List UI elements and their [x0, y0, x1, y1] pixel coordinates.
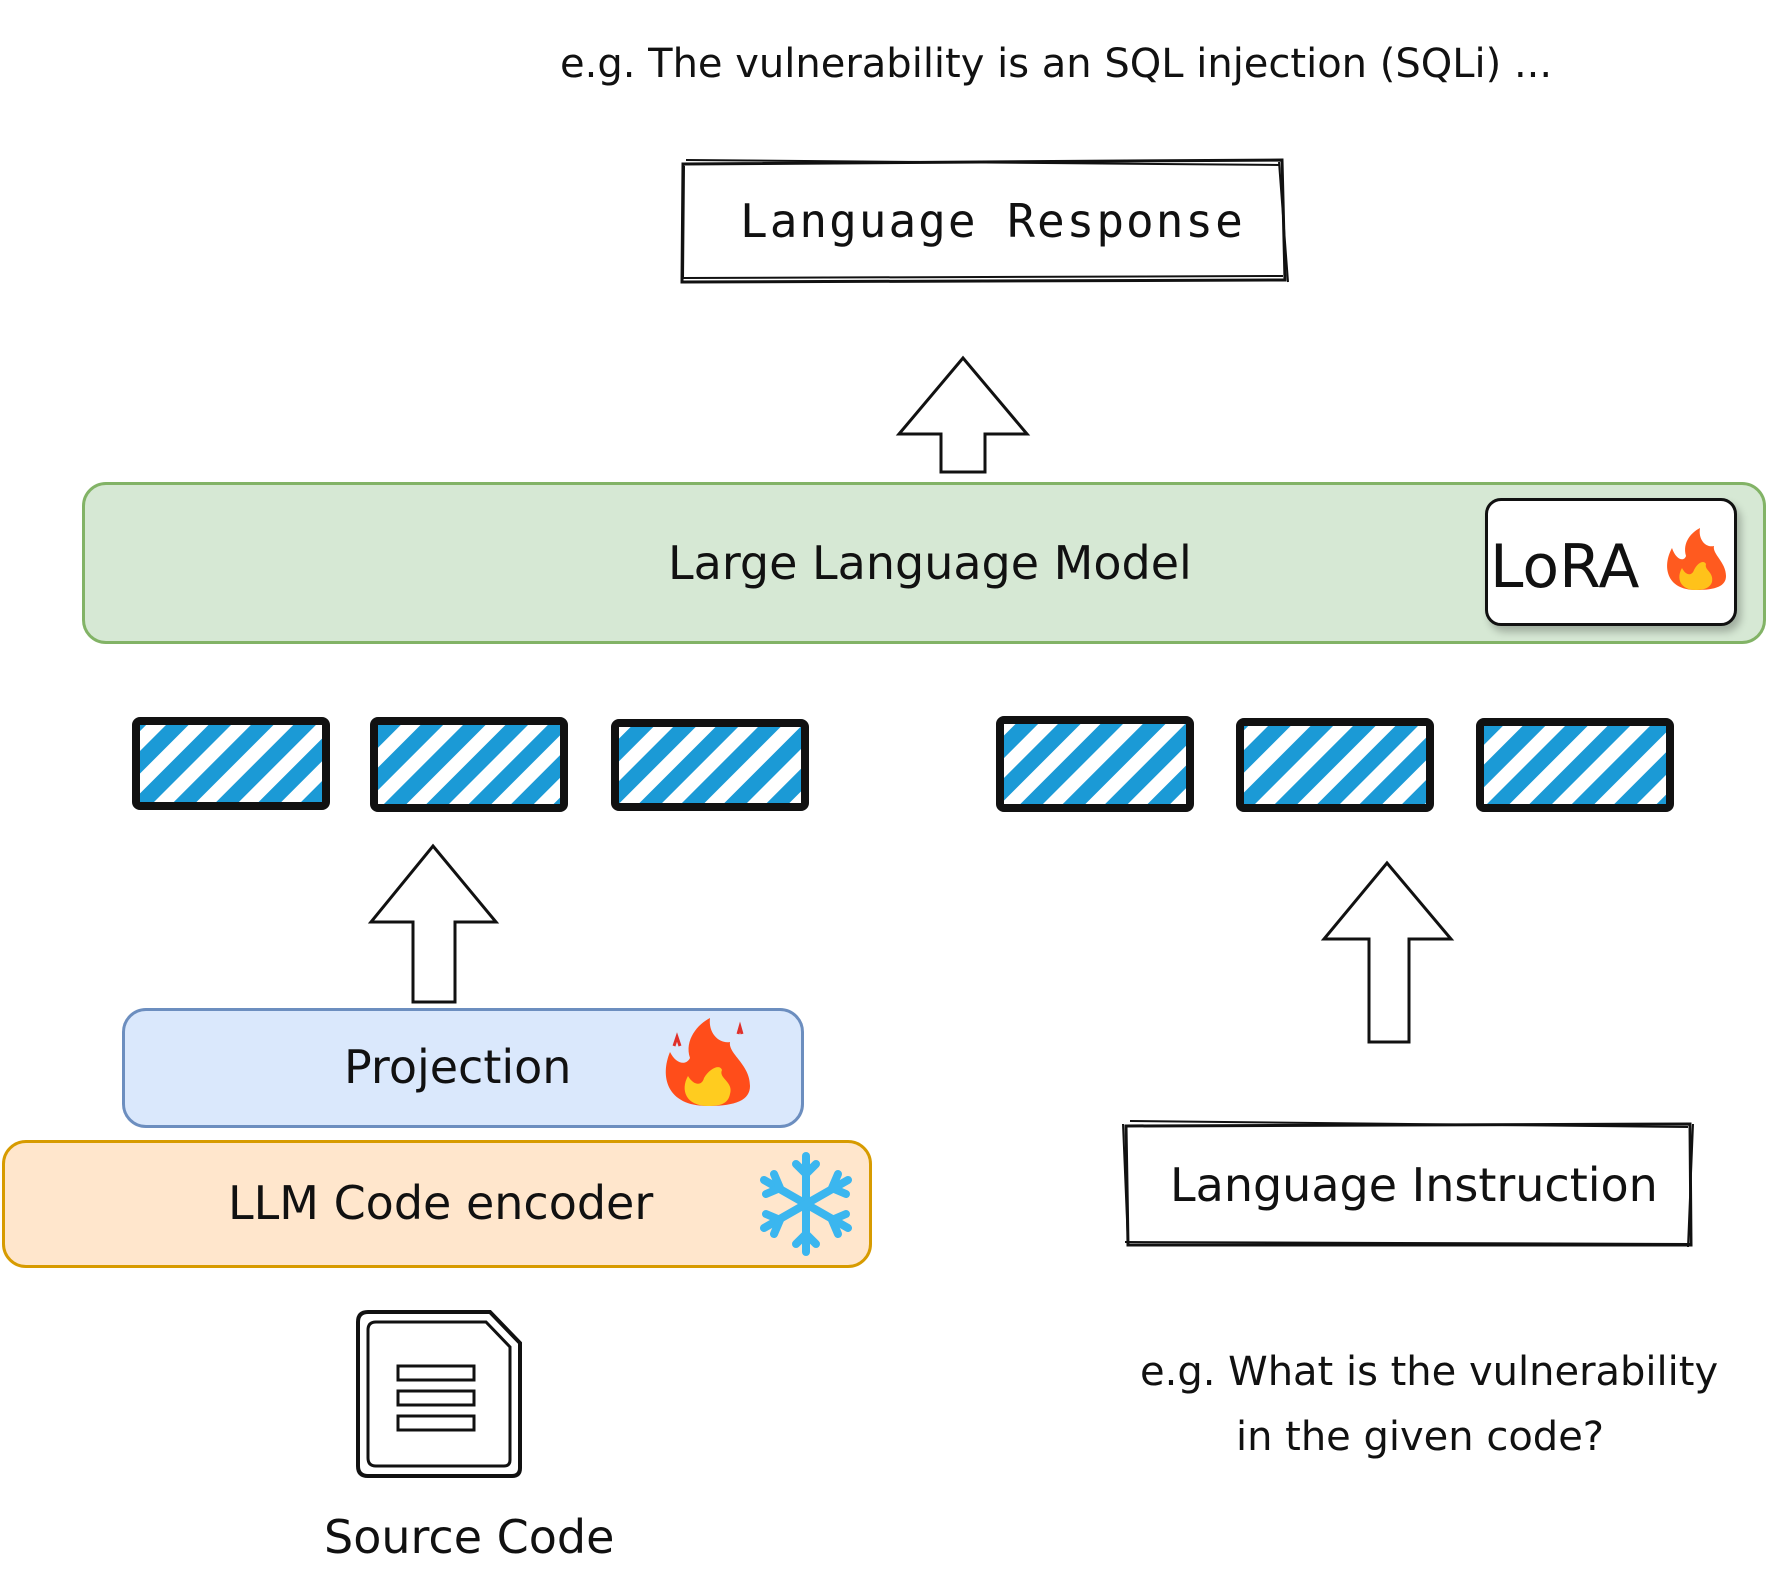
document-icon: [356, 1310, 522, 1478]
arrow-up-projection-to-tokens: [367, 843, 500, 1004]
instruction-example-line-2: in the given code?: [1235, 1414, 1605, 1460]
code-token-1: [132, 717, 330, 810]
arrow-up-llm-to-response: [895, 355, 1031, 474]
llm-code-encoder-block: [2, 1140, 872, 1268]
instruction-example-line-1: e.g. What is the vulnerability: [1140, 1349, 1719, 1395]
encoder-label: LLM Code encoder: [228, 1176, 654, 1230]
code-token-2: [370, 717, 568, 812]
response-example: e.g. The vulnerability is an SQL injecti…: [560, 41, 1553, 87]
instruction-token-1: [996, 716, 1194, 812]
llm-label: Large Language Model: [668, 536, 1192, 590]
language-response-box: [680, 158, 1289, 284]
language-instruction-box: [1122, 1120, 1694, 1248]
instruction-token-2: [1236, 718, 1434, 812]
arrow-up-instruction-to-tokens: [1320, 860, 1455, 1044]
code-token-3: [611, 719, 809, 811]
lora-label: LoRA: [1490, 532, 1640, 602]
language-instruction-label: Language Instruction: [1170, 1158, 1658, 1212]
projection-label: Projection: [344, 1040, 572, 1094]
language-response-label: Language Response: [740, 194, 1245, 248]
instruction-token-3: [1476, 718, 1674, 812]
source-code-label: Source Code: [324, 1510, 615, 1564]
